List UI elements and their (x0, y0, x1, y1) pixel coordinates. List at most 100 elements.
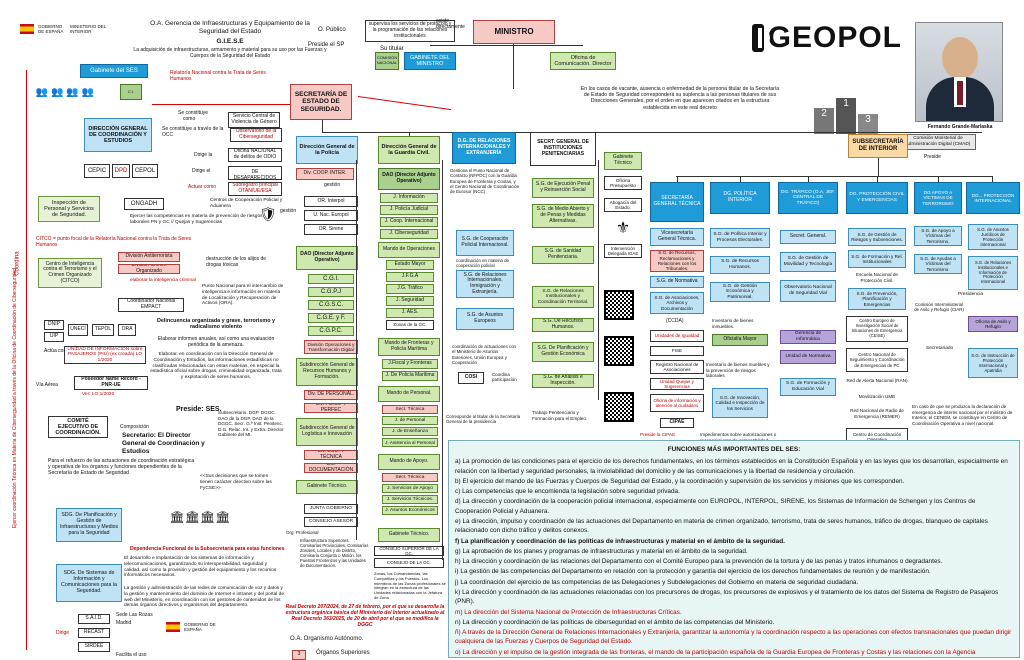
observatorio-ciber-box[interactable]: Observatorio de la Ciberseguridad (230, 128, 282, 142)
comision-nacional-box[interactable]: COMISIÓN NACIONAL (375, 52, 399, 70)
or-interpol-box[interactable]: OR. Interpol (304, 196, 358, 207)
sg-gestion-mov-box[interactable]: S.G. de Gestión de Movilidad y Tecnologí… (780, 252, 836, 272)
ministro-box[interactable]: MINISTRO (473, 20, 555, 44)
j-servicios-box[interactable]: J. Servicios de Apoyo (382, 484, 438, 493)
sg-sanidad-box[interactable]: S.G. de Sanidad Penitenciaria. (532, 246, 594, 264)
sg-relaciones-inst-box[interactable]: S.G. de Relaciones Institucionales y Coo… (532, 286, 594, 308)
unidad-normativa-box[interactable]: Unidad de Normativa (780, 350, 836, 364)
sirdee-box[interactable]: SIRDEE (78, 642, 110, 652)
mando-apoyo-box[interactable]: Mando de Apoyo. (378, 454, 440, 470)
consejo-superior-box[interactable]: CONSEJO SUPERIOR DE LA GC. (374, 546, 444, 556)
ses-box[interactable]: SECRETARÍA DE ESTADO DE SEGURIDAD. (290, 84, 352, 120)
observatorio-seg-vial-box[interactable]: Observatorio Nacional de Seguridad Vial (780, 280, 836, 302)
cgpc-box[interactable]: C.G.P.C. (308, 326, 354, 336)
dg-politica-interior-box[interactable]: DG. POLÍTICA INTERIOR (710, 182, 770, 214)
vicesecretaria-box[interactable]: Vicesecretaría General Técnica. (650, 228, 704, 246)
j-personal-box[interactable]: J. de Personal (382, 416, 438, 425)
ora-box[interactable]: ORA (118, 324, 136, 336)
div-documentacion-box[interactable]: Div. DOCUMENTACIÓN (304, 463, 358, 473)
gabinete-ministro-box[interactable]: GABINETE DEL MINISTRO (404, 52, 456, 70)
mando-personal-box[interactable]: Mando de Personal. (378, 386, 440, 402)
sg-formacion-rel-box[interactable]: S.G. de Formación y Rel. Institucionales (848, 250, 906, 268)
zonas-gc-box[interactable]: Zonas de la GC. (386, 320, 434, 330)
mando-fronteras-box[interactable]: Mando de Fronteras y Policía Marítima (378, 338, 440, 356)
subdir-logistica-box[interactable]: Subdirección General de Logística e Inno… (296, 418, 358, 446)
sg-gestion-eco-box[interactable]: S.G. de Gestión Económica y Patrimonial. (710, 282, 770, 302)
comite-box[interactable]: COMITÉ EJECUTIVO DE COORDINACIÓN. (48, 416, 108, 438)
secret-general-box[interactable]: Secret. General. (780, 230, 836, 244)
junta-gobierno-box[interactable]: JUNTA GOBIERNO (304, 504, 358, 514)
or-sirene-box[interactable]: OR. Sirene (304, 224, 358, 235)
dg-policia-box[interactable]: Dirección General de la Policía (296, 136, 358, 164)
subregistro-box[interactable]: Subregistro principal OTAN/UE/ESA (228, 182, 282, 196)
dg-rrii-box[interactable]: D.G. DE RELACIONES INTERNACIONALES Y EXT… (452, 132, 516, 164)
intervencion-igae-box[interactable]: Intervención Delegada IGAE (604, 244, 642, 258)
gabinete-tecnico-pol-box[interactable]: Gabinete Técnico. (296, 480, 358, 494)
sg-politica-box[interactable]: S.G. de Política Interior y Procesos Ele… (710, 228, 770, 248)
registro-nac-box[interactable]: Registro Nacional de Asociaciones (650, 360, 704, 374)
coordinador-empact-box[interactable]: Coordinador Nacional EMPACT (118, 298, 184, 312)
sg-rrhh-pen-box[interactable]: S.G. De Recursos Humanos. (532, 318, 594, 332)
j-policia-maritima-box[interactable]: J. De Policía Marítima (382, 371, 438, 381)
said-box[interactable]: S.A.I.D. (78, 614, 110, 624)
cgeyf-box[interactable]: C.G.E. y F. (308, 313, 354, 323)
sg-instruccion-box[interactable]: S.G. de Instrucción de Protección Intern… (968, 348, 1018, 378)
oficina-comunicacion-box[interactable]: Oficina de Comunicación. Director (550, 52, 616, 70)
dg-proteccion-civil-box[interactable]: DG. PROTECCIÓN CIVIL Y EMERGENCIAS (846, 182, 908, 214)
dg-guardia-civil-box[interactable]: Dirección General de la Guardia Civil. (378, 136, 440, 164)
u-nac-europol-box[interactable]: U. Nac. Europol (304, 210, 358, 221)
sg-medio-abierto-box[interactable]: S.G. de Medio Abierto y de Penas y Medid… (532, 204, 594, 228)
cgpj-box[interactable]: C.G.P.J (308, 287, 354, 297)
secr-tecnica2-box[interactable]: Secr. Técnica (382, 473, 438, 482)
dg-coordinacion-box[interactable]: DIRECCIÓN GENERAL DE COORDINACIÓN Y ESTU… (84, 118, 152, 152)
ongadh-box[interactable]: ONGADH (124, 198, 164, 210)
sg-cooperacion-box[interactable]: S.G. de Cooperación Policial Internacion… (456, 230, 514, 256)
oficina-transparencia-box[interactable]: Oficina de información y atención al ciu… (650, 394, 704, 412)
sg-asuntos-juridicos-box[interactable]: S.G. de Asuntos Jurídicos de Protección … (968, 224, 1018, 250)
comision-ministerial-box[interactable]: Comisión Ministerial de Administración D… (900, 134, 976, 150)
oficina-asilo-box[interactable]: Oficina de Asilo y Refugio (968, 316, 1018, 332)
sg-normativa-box[interactable]: S.G. de Normativa (650, 276, 704, 288)
sg-rrii-box[interactable]: S.G. de Relaciones Internacionales, Inmi… (456, 270, 514, 298)
subsecretaria-box[interactable]: SUBSECRETARÍA DE INTERIOR (848, 134, 908, 158)
sg-recursos-box[interactable]: S.G. de Recursos, Reclamaciones y Relaci… (650, 250, 704, 272)
dg-proteccion-int-box[interactable]: DG... PROTECCIÓN INTERNACIONAL (966, 182, 1020, 214)
j-fiscal-fronteras-box[interactable]: J.Fiscal y Fronteras (382, 359, 438, 369)
div-antiterrorista-box[interactable]: División Antiterrorista (118, 252, 180, 262)
dao-gc-box[interactable]: DAO (Director Adjunto Operativo) (378, 168, 440, 190)
secr-tecnica-box[interactable]: Secr. Técnica (382, 405, 438, 414)
j-aes-box[interactable]: J. AES. (386, 308, 434, 318)
j-policia-judicial-box[interactable]: J. Policía Judicial (380, 205, 438, 215)
gabinete-ses-box[interactable]: Gabinete del SES (80, 64, 148, 78)
uip-box[interactable]: UIP (44, 332, 64, 342)
dg-trafico-box[interactable]: DG. TRÁFICO (O.A. JEF. CENTRAL DE TRÁFIC… (778, 182, 838, 214)
cipae-box[interactable]: CIPAE (660, 418, 694, 428)
dnip-box[interactable]: DNIP (44, 320, 64, 330)
j-seguridad-box[interactable]: J. Seguridad (386, 296, 434, 306)
violencia-genero-box[interactable]: Servicio Central de Violencia de Género (228, 112, 280, 128)
gabinete-tec-pen-box[interactable]: Gabinete Técnico (604, 152, 642, 170)
uneci-box[interactable]: UNECI (68, 324, 88, 336)
recast-box[interactable]: RECAST (78, 628, 110, 638)
sg-analisis-box[interactable]: S.G. de Análisis e Inspección. (532, 374, 594, 388)
inspeccion-personal-box[interactable]: Inspección de Personal y Servicios de Se… (38, 196, 100, 222)
consejo-asesor-box[interactable]: CONSEJO ASESOR (304, 517, 358, 527)
unidad-pnr-box[interactable]: UNIDAD DE INFORMACIÓN sobre PASAJEROS (P… (64, 346, 146, 364)
sg-innovacion-box[interactable]: S.G. de Innovación, Calidad e Inspección… (712, 388, 768, 418)
j-coop-internacional-box[interactable]: J. Coop. Internacional (380, 217, 438, 227)
j-asistencia-box[interactable]: J. Asistencia al Personal (382, 438, 438, 447)
div-operaciones-box[interactable]: División Operaciones y Transformación Di… (304, 340, 358, 354)
cepic-box[interactable]: CEPIC (84, 164, 110, 178)
citco-box[interactable]: Centro de Inteligencia contra el Terrori… (38, 258, 102, 288)
oficialia-mayor-box[interactable]: Oficialía Mayor (712, 334, 768, 346)
abogacia-box[interactable]: Abogacía del Estado. (604, 198, 642, 212)
gabinete-tecnico-gc-box[interactable]: Gabinete Técnico. (378, 528, 440, 542)
cepol-box[interactable]: CEPOL (132, 164, 158, 178)
sec-general-tecnica-box[interactable]: SECRETARÍA GENERAL TÉCNICA (650, 182, 704, 222)
sg-gestion-riesgos-box[interactable]: S.G. de Gestión de Riesgos y Subvencione… (848, 228, 906, 246)
div-coop-inter-box[interactable]: Div. COOP. INTER. (296, 168, 354, 180)
sg-ejecucion-box[interactable]: S.G. de Ejecución Penal y Reinserción So… (532, 178, 594, 198)
sg-asociaciones-box[interactable]: S.G. de Asociaciones, Archivos y Documen… (650, 292, 704, 314)
dg-apoyo-victimas-box[interactable]: DG APOYO A VÍCTIMAS DE TERRORISMO (914, 182, 962, 214)
centro-nacional-box[interactable]: Centro Nacional de Seguimiento y Coordin… (846, 348, 908, 372)
